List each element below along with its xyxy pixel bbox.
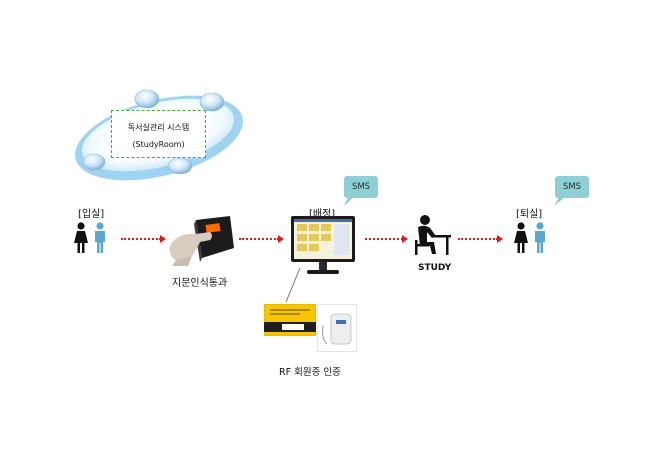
fingerprint-label: 지문인식통과 <box>172 278 228 289</box>
bubble <box>167 157 193 175</box>
flow-arrow-4 <box>458 238 498 240</box>
flow-arrow-3 <box>365 238 403 240</box>
person-female-icon <box>74 222 88 253</box>
person-male-icon <box>95 222 105 253</box>
bubble <box>134 89 160 109</box>
monitor-icon <box>291 216 355 274</box>
flow-arrowhead-4 <box>497 235 503 243</box>
exit-label: [퇴실] <box>516 209 543 220</box>
person-male-icon <box>535 222 545 253</box>
flow-arrowhead-3 <box>402 235 408 243</box>
flow-arrowhead-2 <box>278 235 284 243</box>
person-female-icon <box>514 222 528 253</box>
bubble <box>199 92 225 112</box>
flow-arrowhead-1 <box>160 235 166 243</box>
rf-auth-label: RF 회원증 인증 <box>279 367 341 378</box>
fingerprint-scanner-icon <box>169 216 234 266</box>
sms-pointer-assign <box>344 197 354 206</box>
entry-label: [입실] <box>78 209 105 220</box>
assign-label: [배정] <box>309 209 336 220</box>
flow-arrow-1 <box>121 238 161 240</box>
study-person-icon <box>415 215 451 255</box>
rf-reader-icon <box>317 304 357 352</box>
system-title-box: 독서실관리 시스템 (StudyRoom) <box>111 110 206 158</box>
flow-arrow-2 <box>239 238 279 240</box>
rf-card-icon <box>264 304 316 336</box>
sms-badge-exit: SMS <box>555 176 589 198</box>
system-subtitle: (StudyRoom) <box>132 140 185 149</box>
system-title: 독서실관리 시스템 <box>127 123 190 132</box>
sms-badge-assign: SMS <box>344 176 378 198</box>
bubble <box>82 153 106 171</box>
sms-pointer-exit <box>554 197 565 206</box>
study-label: STUDY <box>418 263 452 273</box>
